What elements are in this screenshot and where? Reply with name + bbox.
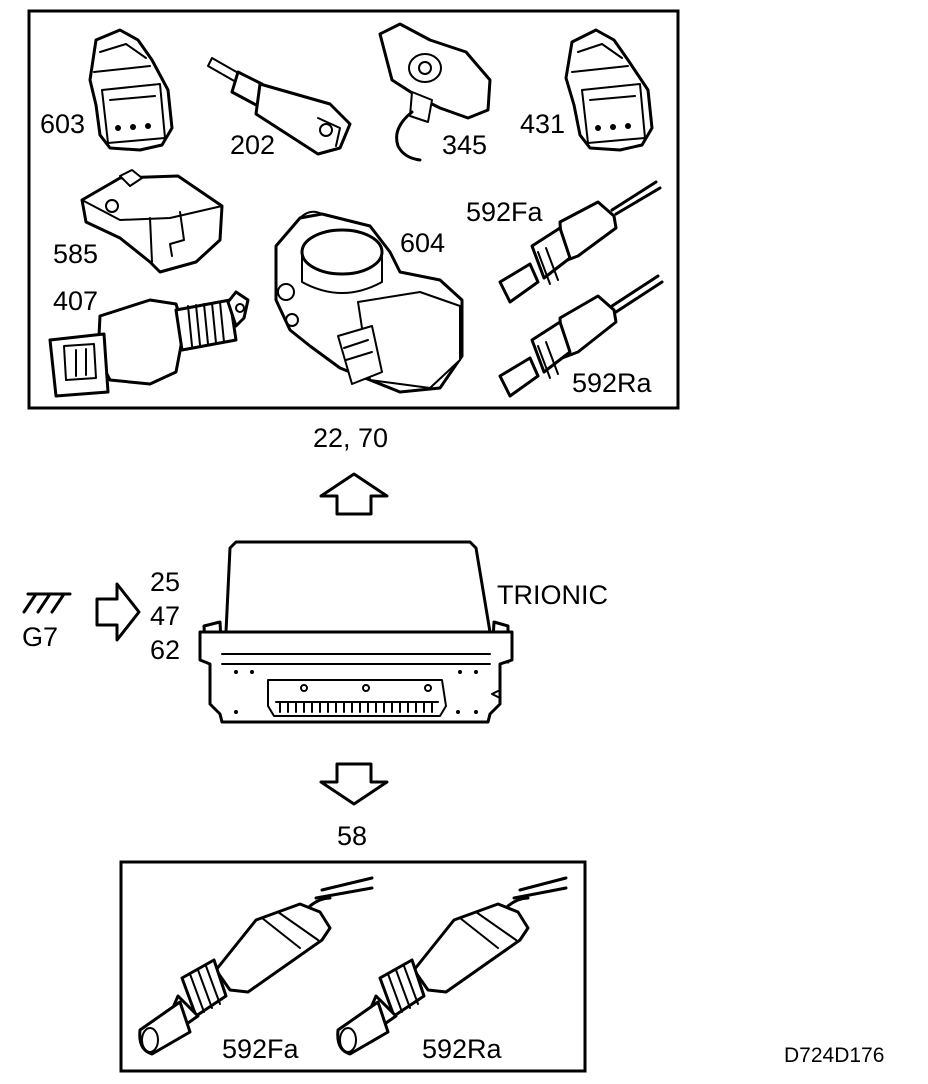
label-592ra-top: 592Ra — [572, 368, 653, 398]
label-407: 407 — [53, 286, 98, 316]
arrow-up-label: 22, 70 — [313, 423, 388, 453]
sensor-603-drawing — [88, 28, 174, 152]
sensor-345-drawing — [378, 22, 492, 162]
down-arrow — [319, 762, 389, 806]
sensor-202-drawing — [207, 57, 352, 156]
label-592ra-bottom: 592Ra — [422, 1034, 503, 1064]
input-arrow — [95, 582, 141, 642]
lambda-sensor-592fa-top-drawing — [498, 180, 662, 304]
lambda-sensor-592ra-top-drawing — [498, 274, 664, 398]
label-431: 431 — [520, 109, 565, 139]
input-label-2: 47 — [150, 601, 180, 631]
figure-code: D724D176 — [784, 1044, 884, 1067]
up-arrow — [319, 472, 389, 516]
sensor-407-drawing — [48, 290, 250, 398]
top-components-box — [27, 9, 680, 410]
lambda-sensor-592ra-bottom-drawing — [336, 876, 568, 1056]
label-592fa-top: 592Fa — [466, 197, 544, 227]
ground-label: G7 — [22, 622, 58, 652]
sensor-431-drawing — [564, 28, 654, 152]
trionic-ecu-drawing — [198, 540, 514, 724]
input-label-3: 62 — [150, 635, 180, 665]
input-label-1: 25 — [150, 567, 180, 597]
label-585: 585 — [53, 239, 98, 269]
ecu-name-label: TRIONIC — [497, 580, 608, 610]
label-592fa-bottom: 592Fa — [222, 1034, 300, 1064]
label-604: 604 — [400, 228, 445, 258]
ground-symbol — [22, 592, 72, 614]
sensor-585-drawing — [80, 169, 224, 274]
label-202: 202 — [230, 130, 275, 160]
arrow-down-label: 58 — [337, 821, 367, 851]
label-603: 603 — [40, 109, 85, 139]
throttle-body-604-drawing — [274, 210, 464, 394]
label-345: 345 — [442, 130, 487, 160]
lambda-sensor-592fa-bottom-drawing — [138, 876, 374, 1056]
bottom-components-box — [119, 860, 587, 1073]
